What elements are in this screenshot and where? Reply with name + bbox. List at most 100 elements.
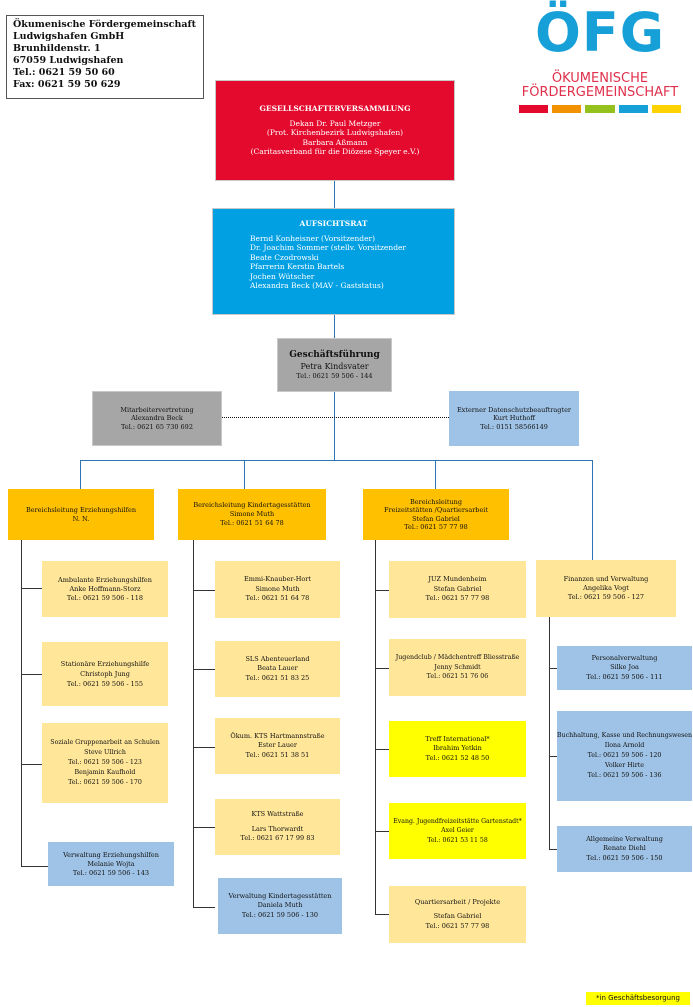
unit-box: Verwaltung Erziehungshilfen Melanie Wojt… [48, 842, 174, 886]
branch-line [193, 907, 215, 908]
unit-title: JUZ Mundenheim [428, 575, 487, 584]
unit-box: KTS Wattstraße Lars Thorwardt Tel.: 0621… [215, 799, 340, 855]
connector-line [244, 460, 245, 489]
mitarbeitervertretung-box: Mitarbeitervertretung Alexandra Beck Tel… [92, 391, 222, 446]
member-line: Alexandra Beck (MAV - Gaststatus) [250, 281, 384, 290]
person-name: Stefan Gabriel [433, 584, 482, 593]
unit-title: Treff International* [425, 734, 490, 743]
phone: Tel.: 0621 59 506 - 130 [241, 910, 319, 919]
unit-box: Allgemeine Verwaltung Renate Diehl Tel.:… [557, 826, 692, 872]
phone: Tel.: 0621 53 11 58 [427, 836, 488, 844]
address-line: Fax: 0621 59 50 629 [13, 79, 121, 90]
logo-color-stripes [519, 105, 682, 113]
unit-title: Ökum. KTS Hartmannstraße [230, 731, 325, 740]
box-title: Externer Datenschutzbeauftragter [456, 405, 572, 414]
phone: Tel.: 0621 51 83 25 [245, 673, 310, 682]
member-line: Pfarrerin Kerstin Bartels [250, 262, 345, 271]
phone: Tel.: 0621 57 77 98 [425, 594, 490, 603]
person-name: Steve Ullrich [84, 749, 126, 756]
unit-title: Personalverwaltung [591, 653, 658, 662]
branch-line [193, 827, 215, 828]
bereichsleitung-freizeit-box: Bereichsleitung Freizeitstätten /Quartie… [363, 489, 509, 540]
person-name: Angelika Vogt [583, 584, 629, 592]
unit-title: Emmi-Knauber-Hort [243, 575, 312, 584]
branch-line [375, 668, 389, 669]
branch-line [193, 747, 215, 748]
person-name: Ibrahim Yetkin [433, 744, 482, 753]
phone: Tel.: 0621 59 506 - 120 [587, 752, 662, 759]
bereichsleitung-erziehungshilfen-box: Bereichsleitung Erziehungshilfen N. N. [8, 489, 154, 540]
phone: Tel.: 0621 59 506 - 150 [586, 853, 663, 862]
branch-line [21, 866, 48, 867]
finanzen-verwaltung-box: Finanzen und Verwaltung Angelika Vogt Te… [536, 560, 676, 617]
phone: Tel.: 0621 59 506 - 144 [296, 371, 373, 380]
phone: Tel.: 0621 57 77 98 [425, 921, 490, 930]
phone: Tel.: 0621 51 76 06 [426, 673, 489, 681]
unit-title: Verwaltung Erziehungshilfen [63, 850, 159, 859]
person-name: Silke Joa [610, 663, 639, 672]
connector-line [334, 181, 335, 208]
member-line: (Prot. Kirchenbezirk Ludwigshafen) [266, 128, 404, 138]
unit-title: Verwaltung Kindertagesstätten [228, 891, 332, 900]
connector-line [592, 460, 593, 560]
phone: Tel.: 0621 59 506 - 170 [68, 779, 142, 786]
branch-line [375, 749, 389, 750]
member-line: Dekan Dr. Paul Metzger [289, 118, 381, 128]
phone: Tel.: 0621 57 77 98 [404, 523, 468, 531]
unit-box: Jugendclub / Mädchentreff Bliesstraße Je… [389, 639, 526, 696]
connector-line [80, 460, 592, 461]
unit-title: KTS Wattstraße [251, 810, 304, 819]
person-name: Simone Muth [229, 510, 275, 518]
phone: Tel.: 0621 51 64 78 [245, 594, 310, 603]
unit-box: Evang. Jugendfreizeitstätte Gartenstadt*… [389, 803, 526, 859]
oefg-logo: ÖFG ÖKUMENISCHE FÖRDERGEMEINSCHAFT [515, 2, 685, 118]
connector-line [334, 392, 335, 460]
connector-line [435, 460, 436, 489]
connector-line [80, 460, 81, 489]
branch-line [375, 914, 389, 915]
box-title: Bereichsleitung Erziehungshilfen [25, 505, 137, 514]
unit-title: Stationäre Erziehungshilfe [60, 660, 150, 668]
logo-stripe [552, 105, 582, 113]
geschaeftsfuehrung-box: Geschäftsführung Petra Kindsvater Tel.: … [277, 338, 392, 392]
connector-dotted [222, 417, 449, 419]
column-trunk-frei [375, 540, 376, 914]
person-name: Benjamin Kaufhold [74, 769, 136, 776]
unit-title: Soziale Gruppenarbeit an Schulen [50, 739, 160, 746]
unit-title: Buchhaltung, Kasse und Rechnungswesen [556, 732, 693, 739]
box-title: AUFSICHTSRAT [299, 219, 368, 228]
phone: Tel.: 0621 59 506 - 143 [72, 868, 150, 877]
person-name: Daniela Muth [257, 901, 303, 910]
person-name: Alexandra Beck [131, 414, 183, 423]
member-line: Dr. Joachim Sommer (stellv. Vorsitzender [250, 243, 407, 252]
aufsichtsrat-members: Bernd Konheisner (Vorsitzender) Dr. Joac… [250, 234, 406, 291]
branch-line [21, 674, 42, 675]
phone: Tel.: 0621 67 17 99 83 [240, 834, 315, 843]
branch-line [375, 590, 389, 591]
box-title: Mitarbeitervertretung [120, 405, 194, 414]
phone: Tel.: 0621 52 48 50 [425, 753, 490, 762]
person-name: Beata Lauer [257, 664, 298, 673]
logo-stripe [519, 105, 549, 113]
person-name: Stefan Gabriel [412, 514, 460, 523]
column-trunk-fin [549, 617, 550, 849]
unit-box: Emmi-Knauber-Hort Simone Muth Tel.: 0621… [215, 561, 340, 618]
phone: Tel.: 0621 59 506 - 118 [66, 593, 144, 602]
connector-line [334, 315, 335, 338]
member-line: Beate Czodrowski [250, 252, 319, 262]
person-name: Ester Lauer [257, 741, 298, 750]
member-line: (Caritasverband für die Diözese Speyer e… [250, 147, 420, 157]
member-line: Barbara Aßmann [302, 137, 368, 147]
phone: Tel.: 0621 59 506 - 136 [587, 772, 662, 779]
branch-line [21, 588, 42, 589]
person-name: Petra Kindsvater [300, 361, 369, 371]
branch-line [375, 831, 389, 832]
person-name: N. N. [72, 514, 90, 523]
address-line: Brunhildenstr. 1 [13, 43, 101, 54]
person-name: Axel Geier [441, 827, 474, 835]
unit-box: Buchhaltung, Kasse und Rechnungswesen Il… [557, 711, 692, 801]
person-name: Anke Hoffmann-Storz [69, 584, 141, 593]
phone: Tel.: 0621 65 730 692 [121, 422, 193, 431]
unit-box: Quartiersarbeit / Projekte Stefan Gabrie… [389, 886, 526, 943]
box-title: Geschäftsführung [289, 349, 380, 360]
